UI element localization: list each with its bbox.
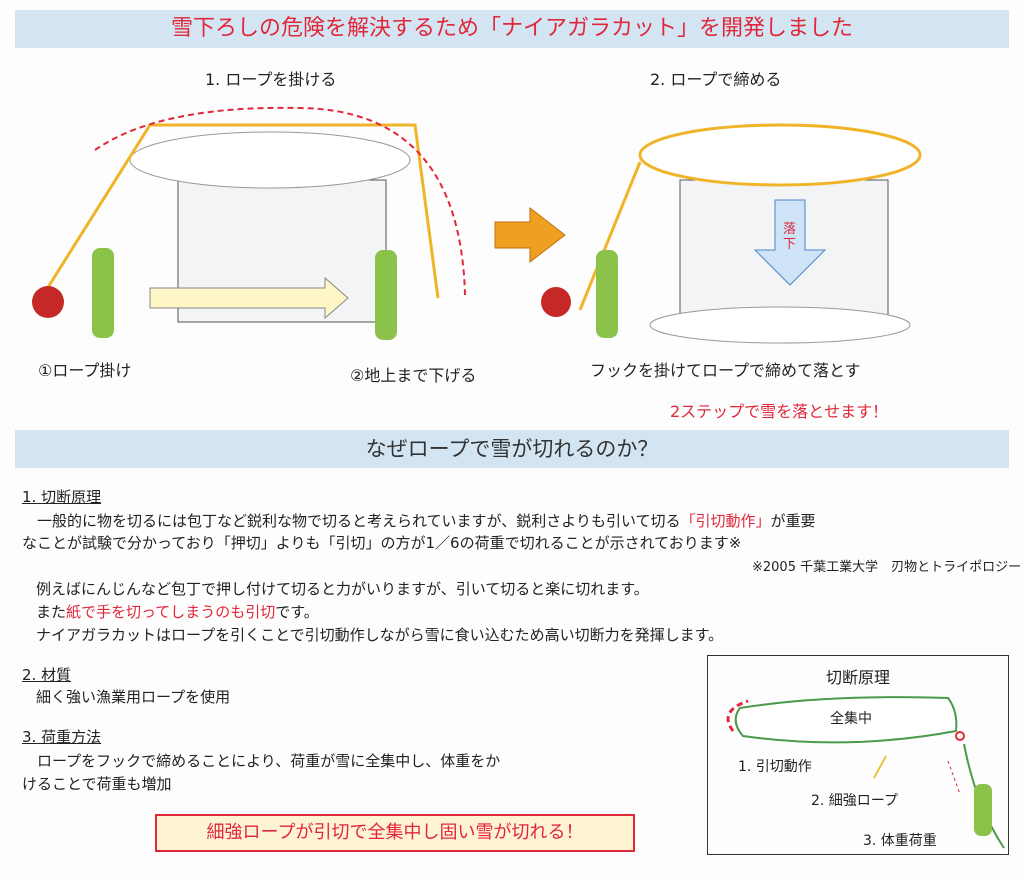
person-icon [375,250,397,340]
rope-icon [578,161,642,311]
sec1-heading: 1. 切断原理 [22,488,102,506]
hook-icon [955,731,965,741]
cutting-principle-diagram: 切断原理 全集中 1. 引切動作 2. 細強ロープ 3. 体重荷重 [707,655,1009,855]
arrow-icon [149,276,349,320]
fallen-snow-icon [649,306,911,344]
person-icon [92,248,114,338]
next-arrow-icon [494,206,566,264]
sec3-body2: けることで荷重も増加 [22,775,172,793]
diagram-title: 切断原理 [826,668,891,687]
label-weight: 3. 体重荷重 [863,833,937,849]
sec1-line4: また紙で手を切ってしまうのも引切です。 [36,601,319,622]
step1-illustration [32,106,466,340]
callout-box: 細強ロープが引切で全集中し固い雪が切れる！ [155,814,635,852]
text: です。 [275,603,319,621]
diagram-center: 全集中 [830,711,872,727]
text: が重要 [770,512,816,530]
down-arrow-icon [947,760,961,795]
pointer-arrow-icon [873,755,887,779]
person-icon [974,784,992,836]
text: 一般的に物を切るには包丁など鋭利な物で切ると考えられていますが、鋭利さよりも引い… [22,512,681,530]
sec3-heading: 3. 荷重方法 [22,728,102,746]
reel-icon [32,286,64,318]
person-icon [596,250,618,338]
highlight: 「引切動作」 [680,512,771,530]
text: また [36,603,67,621]
rope-icon [38,123,440,301]
step2-illustration [541,123,922,344]
step2-title: 2. ロープで締める [650,70,782,89]
fall-label: 落下 [783,222,797,252]
snow-roped-icon [638,123,922,187]
label-pull: 1. 引切動作 [738,759,812,775]
two-step-note: 2ステップで雪を落とせます！ [670,402,889,421]
highlight: 紙で手を切ってしまうのも引切 [66,603,276,621]
sec1-line5: ナイアガラカットはロープを引くことで引切動作しながら雪に食い込むため高い切断力を… [36,626,724,644]
caption-rope-hang: ①ロープ掛け [38,361,132,380]
diagram-graphic [726,696,1005,849]
step1-title: 1. ロープを掛ける [205,70,337,89]
dashed-arrow-icon [94,106,466,296]
reference: ※2005 千葉工業大学 刃物とトライポロジー [752,560,1022,575]
sec1-line3: 例えばにんじんなど包丁で押し付けて切ると力がいりますが、引いて切ると楽に切れます… [36,580,649,598]
illustration-steps [32,106,922,344]
sec2-body: 細く強い漁業用ロープを使用 [36,688,231,706]
mid-banner: なぜロープで雪が切れるのか？ [15,430,1009,468]
caption-lower: ②地上まで下げる [350,366,477,385]
caption-tighten: フックを掛けてロープで締めて落とす [590,361,861,380]
snow-cloud-icon [129,131,411,189]
fall-arrow-icon [753,199,827,286]
label-rope: 2. 細強ロープ [811,793,898,809]
pull-arrow-icon [726,699,749,732]
reel-icon [541,287,571,317]
top-banner: 雪下ろしの危険を解決するため「ナイアガラカット」を開発しました [15,10,1009,48]
sec1-line1: 一般的に物を切るには包丁など鋭利な物で切ると考えられていますが、鋭利さよりも引い… [22,510,816,531]
sec2-heading: 2. 材質 [22,666,72,684]
roped-snow-icon [734,696,958,744]
sec1-line2: なことが試験で分かっており「押切」よりも「引切」の方が1／6の荷重で切れることが… [22,534,742,552]
sec3-body1: ロープをフックで締めることにより、荷重が雪に全集中し、体重をか [22,752,501,770]
